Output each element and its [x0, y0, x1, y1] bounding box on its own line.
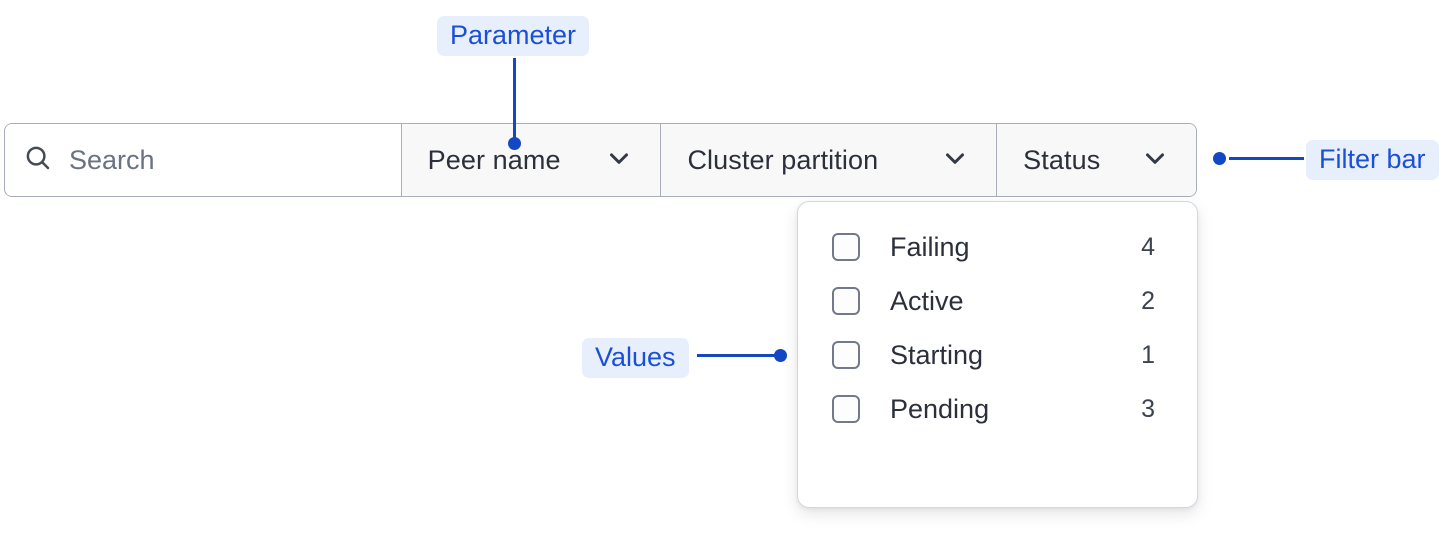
- chevron-down-icon: [1140, 143, 1170, 178]
- search-input[interactable]: [69, 124, 383, 196]
- filter-bar: Peer name Cluster partition Status: [4, 123, 1197, 197]
- chevron-down-icon: [940, 143, 970, 178]
- list-item[interactable]: Starting 1: [798, 328, 1197, 382]
- checkbox-pending[interactable]: [832, 395, 860, 423]
- list-item-label: Pending: [890, 393, 990, 424]
- dropdown-status[interactable]: Status: [997, 124, 1196, 196]
- search-field[interactable]: [5, 124, 402, 196]
- list-item-count: 2: [1141, 286, 1155, 315]
- list-item[interactable]: Pending 3: [798, 382, 1197, 436]
- checkbox-active[interactable]: [832, 287, 860, 315]
- leader-line-filter-bar: [1229, 157, 1304, 160]
- dropdown-status-label: Status: [1023, 144, 1101, 175]
- search-icon: [23, 143, 53, 178]
- annotation-values: Values: [582, 338, 689, 379]
- list-item-count: 1: [1141, 340, 1155, 369]
- list-item-label: Starting: [890, 339, 984, 370]
- dropdown-cluster-partition-label: Cluster partition: [687, 144, 879, 175]
- checkbox-failing[interactable]: [832, 233, 860, 261]
- status-dropdown-panel: Failing 4 Active 2 Starting 1 Pending 3: [797, 201, 1198, 508]
- list-item-count: 3: [1141, 394, 1155, 423]
- annotation-parameter: Parameter: [437, 16, 590, 57]
- dropdown-cluster-partition[interactable]: Cluster partition: [661, 124, 998, 196]
- checkbox-starting[interactable]: [832, 341, 860, 369]
- chevron-down-icon: [604, 143, 634, 178]
- list-item-label: Failing: [890, 231, 970, 262]
- leader-dot-filter-bar: [1213, 152, 1226, 165]
- list-item-count: 4: [1141, 232, 1155, 261]
- annotation-filter-bar: Filter bar: [1306, 140, 1439, 181]
- list-item-label: Active: [890, 285, 964, 316]
- leader-line-parameter: [513, 58, 516, 144]
- leader-line-values: [697, 354, 781, 357]
- list-item[interactable]: Failing 4: [798, 220, 1197, 274]
- list-item[interactable]: Active 2: [798, 274, 1197, 328]
- dropdown-peer-name[interactable]: Peer name: [401, 124, 662, 196]
- dropdown-peer-name-label: Peer name: [427, 144, 561, 175]
- leader-dot-values: [774, 349, 787, 362]
- leader-dot-parameter: [508, 137, 521, 150]
